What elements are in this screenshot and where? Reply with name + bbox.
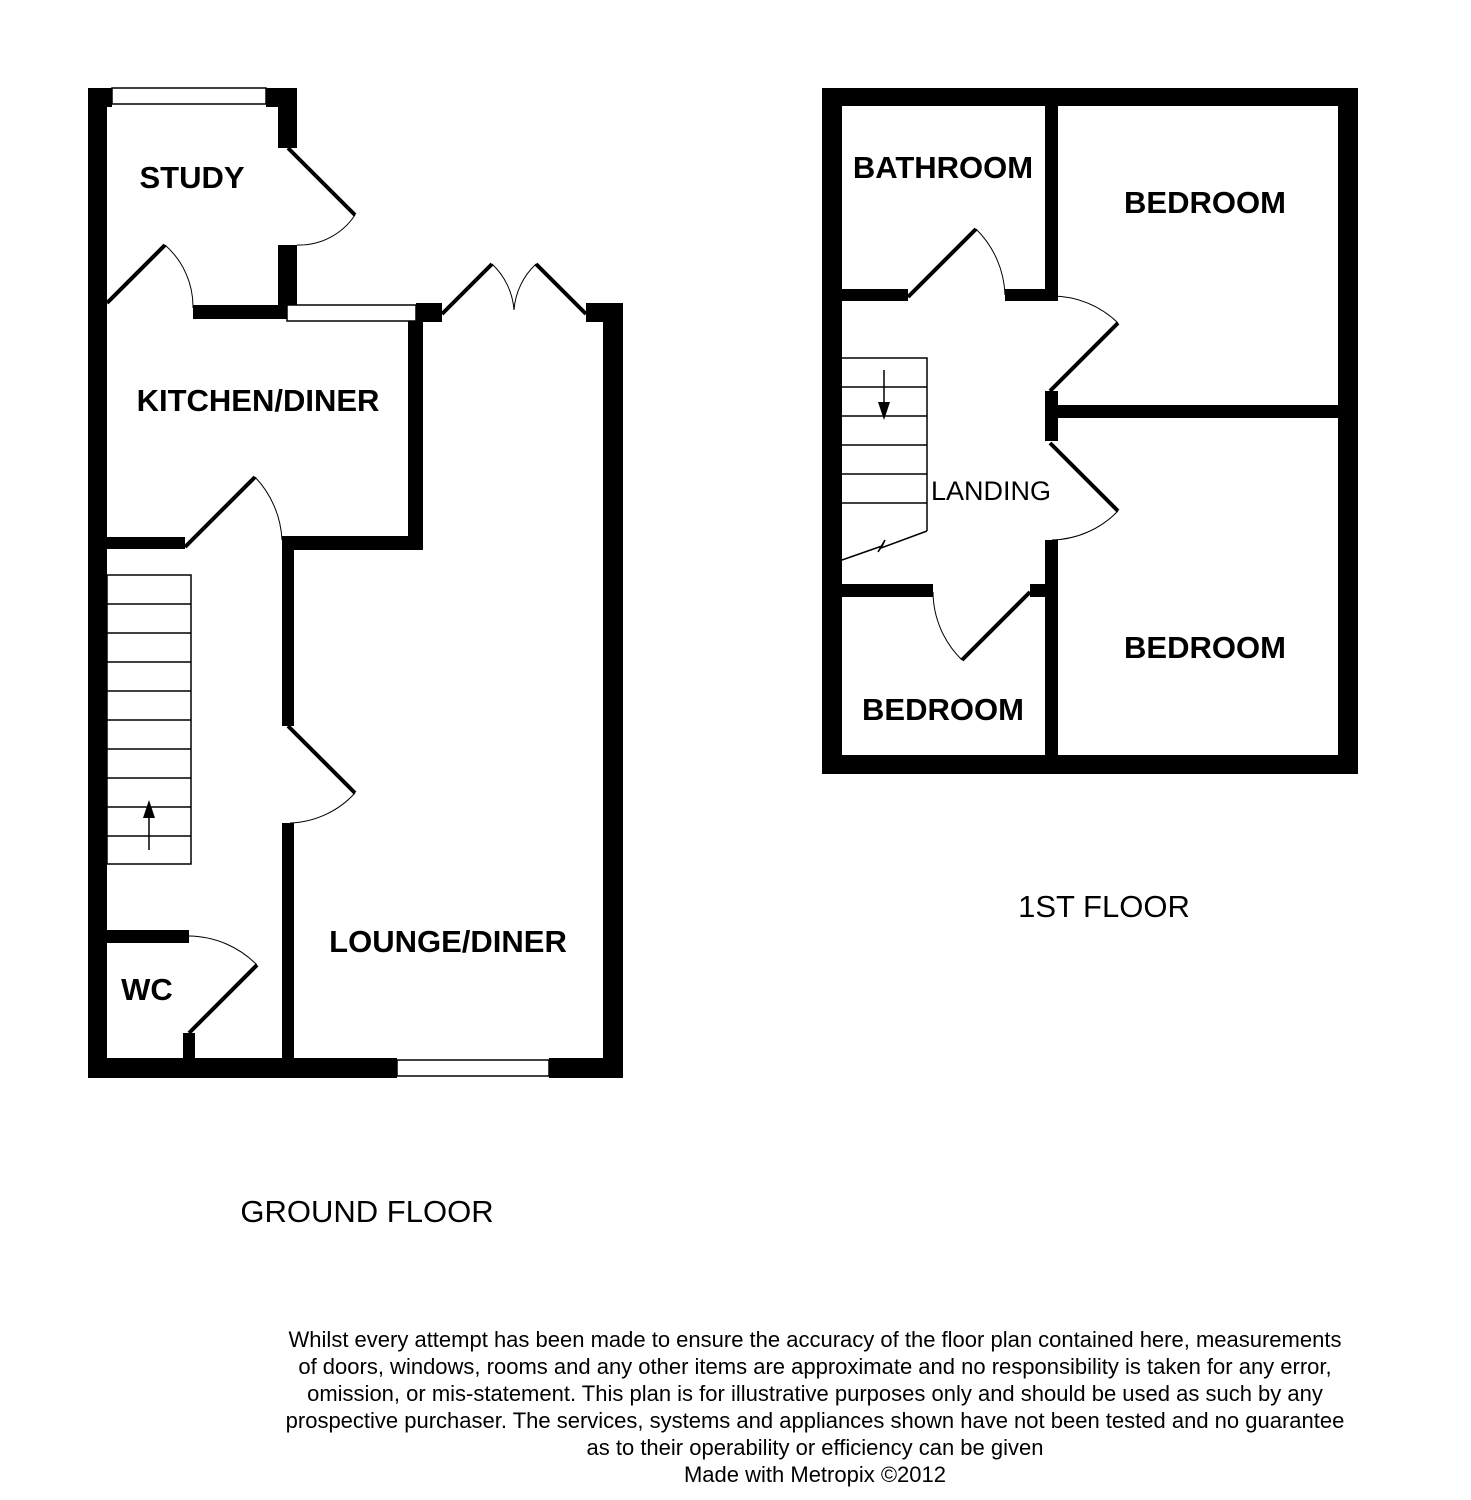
- ground-floor-walls: [88, 88, 623, 1078]
- room-label-lounge-diner: LOUNGE/DINER: [329, 924, 567, 959]
- room-label-study: STUDY: [139, 160, 244, 195]
- room-label-wc: WC: [121, 972, 173, 1007]
- disclaimer-line: Whilst every attempt has been made to en…: [288, 1327, 1342, 1352]
- disclaimer-line: omission, or mis-statement. This plan is…: [307, 1381, 1323, 1406]
- room-label-bedroom-2: BEDROOM: [1124, 630, 1286, 665]
- disclaimer: Whilst every attempt has been made to en…: [220, 1326, 1410, 1488]
- first-floor-stairs: [841, 357, 928, 561]
- ground-floor-plan: STUDY KITCHEN/DINER LOUNGE/DINER WC GROU…: [88, 87, 623, 1229]
- room-label-bedroom-3: BEDROOM: [862, 692, 1024, 727]
- ground-floor-doors: [105, 146, 588, 1035]
- room-label-bathroom: BATHROOM: [853, 150, 1033, 185]
- first-floor-plan: BATHROOM BEDROOM LANDING BEDROOM BEDROOM…: [822, 88, 1358, 924]
- disclaimer-line: prospective purchaser. The services, sys…: [285, 1408, 1345, 1433]
- kitchen-window: [286, 304, 417, 322]
- first-floor-title: 1ST FLOOR: [1018, 889, 1190, 924]
- credit-text: Made with Metropix ©2012: [683, 1462, 946, 1487]
- first-floor-doors: [906, 227, 1120, 662]
- study-window: [111, 87, 267, 105]
- room-label-landing: LANDING: [931, 476, 1051, 506]
- ground-floor-windows: [111, 87, 550, 1077]
- room-label-bedroom-1: BEDROOM: [1124, 185, 1286, 220]
- room-label-kitchen-diner: KITCHEN/DINER: [137, 383, 380, 418]
- disclaimer-line: as to their operability or efficiency ca…: [586, 1435, 1044, 1460]
- ground-floor-stairs: [106, 574, 192, 865]
- first-floor-walls: [822, 88, 1358, 774]
- ground-floor-title: GROUND FLOOR: [240, 1194, 493, 1229]
- lounge-window: [396, 1059, 550, 1077]
- disclaimer-line: of doors, windows, rooms and any other i…: [298, 1354, 1332, 1379]
